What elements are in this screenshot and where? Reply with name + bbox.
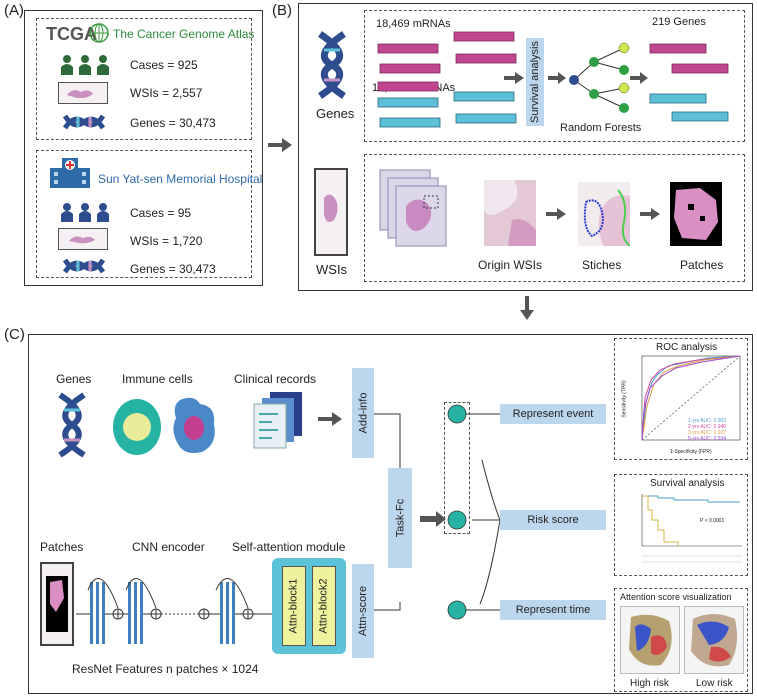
dna-big-icon: [312, 30, 352, 100]
arrow-to-add-info: [318, 412, 342, 426]
sysu-box: [36, 150, 252, 278]
sysu-title: Sun Yat-sen Memorial Hospital: [98, 172, 263, 186]
clinical-records-icon: [250, 390, 304, 452]
immune-cell-icon: [112, 398, 162, 456]
survival-chart: [618, 490, 746, 574]
tcga-cases: Cases = 925: [130, 58, 198, 72]
survival-title: Survival analysis: [650, 478, 725, 489]
sysu-wsis: WSIs = 1,720: [130, 234, 203, 248]
genes-pipeline-box: [364, 10, 745, 142]
arrow-a-to-b: [268, 138, 292, 152]
output-nodes-box: [444, 402, 470, 534]
arrow-to-patches: [640, 208, 660, 220]
task-fc-label: Task-Fc: [394, 498, 406, 538]
patches-label-b: Patches: [680, 258, 724, 272]
result-genes-label: 219 Genes: [652, 16, 706, 28]
roc-title: ROC analysis: [656, 342, 718, 353]
patients-icon-2: [60, 202, 112, 222]
wsi-slide-icon: [314, 168, 348, 256]
represent-time-label: Represent time: [500, 600, 606, 620]
roc-ylabel: Sensitivity (TPR): [621, 380, 628, 418]
clinical-records-label: Clinical records: [234, 372, 317, 386]
random-forest-tree: [566, 38, 638, 118]
attention-title: Attention score visualization: [620, 592, 732, 602]
attn-block2: Attn-block2: [312, 566, 336, 646]
roc-legend-4: 5-yrs AUC: 0.934: [688, 436, 727, 442]
survival-box: [614, 474, 748, 576]
task-fc-box: Task-Fc: [388, 468, 412, 568]
resnet-features-label: ResNet Features n patches × 1024: [72, 662, 259, 676]
genes-label-c: Genes: [56, 372, 92, 386]
slide-icon-2: [58, 228, 108, 250]
immune-cell-icon-2: [170, 394, 218, 456]
high-risk-heatmap: [620, 606, 680, 674]
low-risk-heatmap: [684, 606, 744, 674]
attn-block1-label: Attn-block1: [288, 578, 300, 634]
dna-icon-c: [54, 392, 90, 458]
immune-cells-label: Immune cells: [122, 372, 193, 386]
arrow-b-to-c: [520, 296, 534, 320]
wsi-pipeline-box: [364, 154, 745, 282]
wsis-label-b: WSIs: [316, 262, 348, 277]
panel-b-label: (B): [272, 2, 292, 19]
arrow-to-forest: [548, 72, 566, 84]
high-risk-label: High risk: [630, 678, 669, 689]
roc-legend-1: 1-yrs AUC: 0.903: [688, 418, 727, 424]
cnn-encoder-diagram: [76, 560, 272, 650]
add-info-box: Add-info: [352, 368, 374, 458]
result-bars: [646, 38, 742, 128]
tcga-wsis: WSIs = 2,557: [130, 86, 203, 100]
wsi-stack: [376, 166, 466, 252]
tcga-box: [36, 18, 252, 140]
hospital-icon: [46, 156, 94, 188]
tcga-genes: Genes = 30,473: [130, 116, 216, 130]
patches-label-c: Patches: [40, 540, 84, 554]
attn-block2-label: Attn-block2: [318, 578, 330, 634]
attn-block1: Attn-block1: [282, 566, 306, 646]
arrow-to-survival: [504, 72, 524, 84]
random-forests-label: Random Forests: [560, 122, 642, 134]
attention-box: [614, 588, 748, 692]
attn-score-box: Attn-score: [352, 564, 374, 658]
panel-c-label: (C): [4, 326, 25, 343]
risk-score-label: Risk score: [500, 510, 606, 530]
origin-wsis-label: Origin WSIs: [478, 258, 543, 272]
survival-analysis-box: Survival analysis: [526, 38, 544, 126]
mrna-label: 18,469 mRNAs: [376, 18, 451, 30]
dna-icon: [62, 110, 106, 134]
stiches-label: Stiches: [582, 258, 622, 272]
low-risk-label: Low risk: [696, 678, 733, 689]
output-tree: [440, 396, 612, 626]
risk-fork: [470, 440, 510, 640]
origin-wsi-patch: [484, 180, 536, 246]
arrow-to-result: [630, 72, 648, 84]
dna-icon-2: [62, 254, 106, 278]
slide-icon: [58, 82, 108, 104]
cnn-encoder-label: CNN encoder: [132, 540, 205, 554]
panel-a-label: (A): [4, 2, 24, 19]
mrna-lncrna-bars: [370, 26, 530, 136]
sysu-genes: Genes = 30,473: [130, 262, 216, 276]
patients-icon: [60, 54, 112, 76]
tcga-logo-text: TCGA: [46, 24, 97, 44]
patches-image: [670, 182, 722, 246]
tcga-title: The Cancer Genome Atlas: [113, 27, 255, 41]
roc-xlabel: 1-Specificity (FPR): [670, 449, 712, 455]
self-attention-label: Self-attention module: [232, 540, 346, 554]
roc-legend-2: 2-yrs AUC: 0.940: [688, 424, 727, 430]
arrow-to-stiches: [546, 208, 566, 220]
sysu-cases: Cases = 95: [130, 206, 192, 220]
survival-analysis-label: Survival analysis: [529, 41, 542, 123]
patch-slide-icon: [40, 562, 74, 646]
survival-p-value: P < 0.0001: [700, 518, 725, 524]
represent-event-label: Represent event: [500, 404, 606, 424]
stiches-image: [578, 182, 630, 246]
roc-chart: [618, 352, 746, 458]
roc-box: [614, 338, 748, 460]
globe-icon: [88, 22, 110, 44]
genes-label-b: Genes: [316, 106, 355, 121]
roc-legend-3: 3-yrs AUC: 0.937: [688, 430, 727, 436]
